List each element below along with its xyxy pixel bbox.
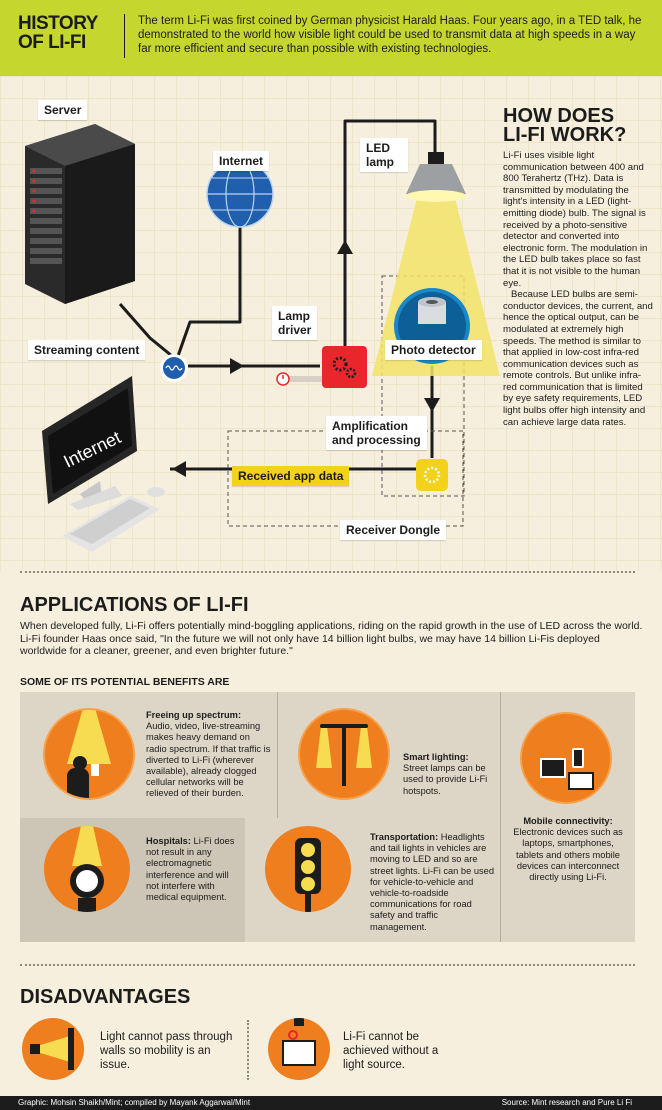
label-led-lamp: LED lamp (360, 138, 408, 172)
benefit-lighting-text: Smart lighting: Street lamps can be used… (403, 752, 493, 797)
computer-monitor-icon: Internet (42, 376, 137, 510)
benefit-hospitals-text: Hospitals: Li-Fi does not result in any … (146, 836, 238, 903)
driver-to-lamp (343, 119, 437, 348)
benefits-title: SOME OF ITS POTENTIAL BENEFITS ARE (20, 676, 230, 688)
benefits-panel: Freeing up spectrum: Audio, video, live-… (20, 692, 635, 942)
benefit-transport-head: Transportation: (370, 832, 439, 842)
led-lamp-icon (406, 152, 466, 202)
lifi-diagram: Internet (25, 119, 500, 552)
label-amplification-line2: and processing (332, 433, 421, 447)
label-led-lamp-line2: lamp (366, 155, 395, 169)
server-icon (25, 124, 135, 304)
label-amplification: Amplification and processing (326, 416, 427, 450)
label-receiver-dongle: Receiver Dongle (340, 520, 447, 540)
how-title: HOW DOES LI-FI WORK? (503, 105, 653, 146)
how-body: Li-Fi uses visible light communication b… (503, 150, 653, 428)
benefit-transport-body: Headlights and tail lights in vehicles a… (370, 832, 495, 932)
label-lamp-driver: Lamp driver (272, 306, 318, 340)
benefit-hospitals-body: Li-Fi does not result in any electromagn… (146, 836, 235, 903)
traffic-light-icon (265, 826, 351, 912)
disadvantage-1: Light cannot pass through walls so mobil… (100, 1031, 233, 1071)
footer-credit: Graphic: Mohsin Shaikh/Mint; compiled by… (18, 1098, 251, 1107)
header-title-line2: OF LI-FI (18, 32, 86, 53)
receiver-dongle-box (227, 430, 464, 527)
label-received-app-data: Received app data (232, 466, 350, 486)
applications-title: APPLICATIONS OF LI-FI (20, 594, 249, 616)
power-switch-icon (276, 372, 322, 386)
label-streaming-content: Streaming content (28, 340, 146, 360)
section-divider (20, 571, 635, 573)
label-amplification-line1: Amplification (332, 419, 409, 433)
label-internet: Internet (213, 151, 270, 171)
detector-box (381, 275, 465, 497)
label-photo-detector: Photo detector (385, 340, 482, 360)
benefit-mobile-text: Mobile connectivity: Electronic devices … (512, 816, 624, 883)
mouse-icon (147, 487, 165, 497)
header-intro-text: The term Li-Fi was first coined by Germa… (138, 15, 642, 55)
arrow-left (172, 461, 186, 477)
label-lamp-driver-line1: Lamp (278, 309, 311, 323)
benefit-mobile-head: Mobile connectivity: (523, 816, 613, 826)
arrow-right (230, 358, 244, 374)
internet-link (176, 226, 242, 357)
benefit-divider (277, 692, 278, 818)
benefit-mobile-body: Electronic devices such as laptops, smar… (513, 827, 623, 883)
no-light-icon (268, 1018, 330, 1080)
wall-light-icon (22, 1018, 84, 1080)
server-link (118, 303, 173, 358)
streaming-node-icon (160, 354, 188, 382)
benefit-lighting-head: Smart lighting: (403, 752, 469, 762)
how-paragraph-1: Li-Fi uses visible light communication b… (503, 150, 648, 289)
benefit-spectrum-head: Freeing up spectrum: (146, 710, 242, 720)
label-server: Server (38, 100, 88, 120)
how-title-line1: HOW DOES (503, 105, 615, 127)
arrow-up (337, 240, 353, 254)
benefit-hospitals-head: Hospitals: (146, 836, 191, 846)
amplifier-icon (416, 459, 448, 491)
disadvantage-2: Li-Fi cannot be achieved without a light… (343, 1031, 439, 1071)
benefit-spectrum-body: Audio, video, live-streaming makes heavy… (146, 721, 271, 799)
applications-body: When developed fully, Li-Fi offers poten… (20, 620, 643, 658)
header-divider (124, 14, 125, 58)
hospital-lamp-icon (44, 826, 130, 912)
benefit-divider (500, 692, 501, 942)
spectrum-icon (45, 710, 133, 798)
how-paragraph-2: Because LED bulbs are semi-conductor dev… (503, 289, 653, 428)
benefit-spectrum-text: Freeing up spectrum: Audio, video, live-… (146, 710, 271, 800)
lamp-driver-icon (322, 346, 367, 388)
benefit-lighting-body: Street lamps can be used to provide Li-F… (403, 763, 488, 796)
disadvantages-title: DISADVANTAGES (20, 986, 191, 1008)
label-lamp-driver-line2: driver (278, 323, 312, 337)
how-title-line2: LI-FI WORK? (503, 124, 627, 146)
footer-source: Source: Mint research and Pure Li Fi (501, 1098, 632, 1107)
label-led-lamp-line1: LED (366, 141, 390, 155)
header-title: HISTORY OF LI-FI (18, 14, 118, 52)
benefit-transport-text: Transportation: Headlights and tail ligh… (370, 832, 495, 933)
street-lamp-icon (300, 710, 388, 798)
header-title-line1: HISTORY (18, 13, 98, 34)
header-banner: HISTORY OF LI-FI The term Li-Fi was firs… (0, 0, 662, 76)
section-divider (20, 964, 635, 966)
arrow-down (424, 398, 440, 412)
devices-icon (522, 714, 610, 802)
disadvantage-divider (247, 1020, 249, 1080)
keyboard-icon (62, 496, 160, 552)
footer: Graphic: Mohsin Shaikh/Mint; compiled by… (0, 1096, 662, 1110)
